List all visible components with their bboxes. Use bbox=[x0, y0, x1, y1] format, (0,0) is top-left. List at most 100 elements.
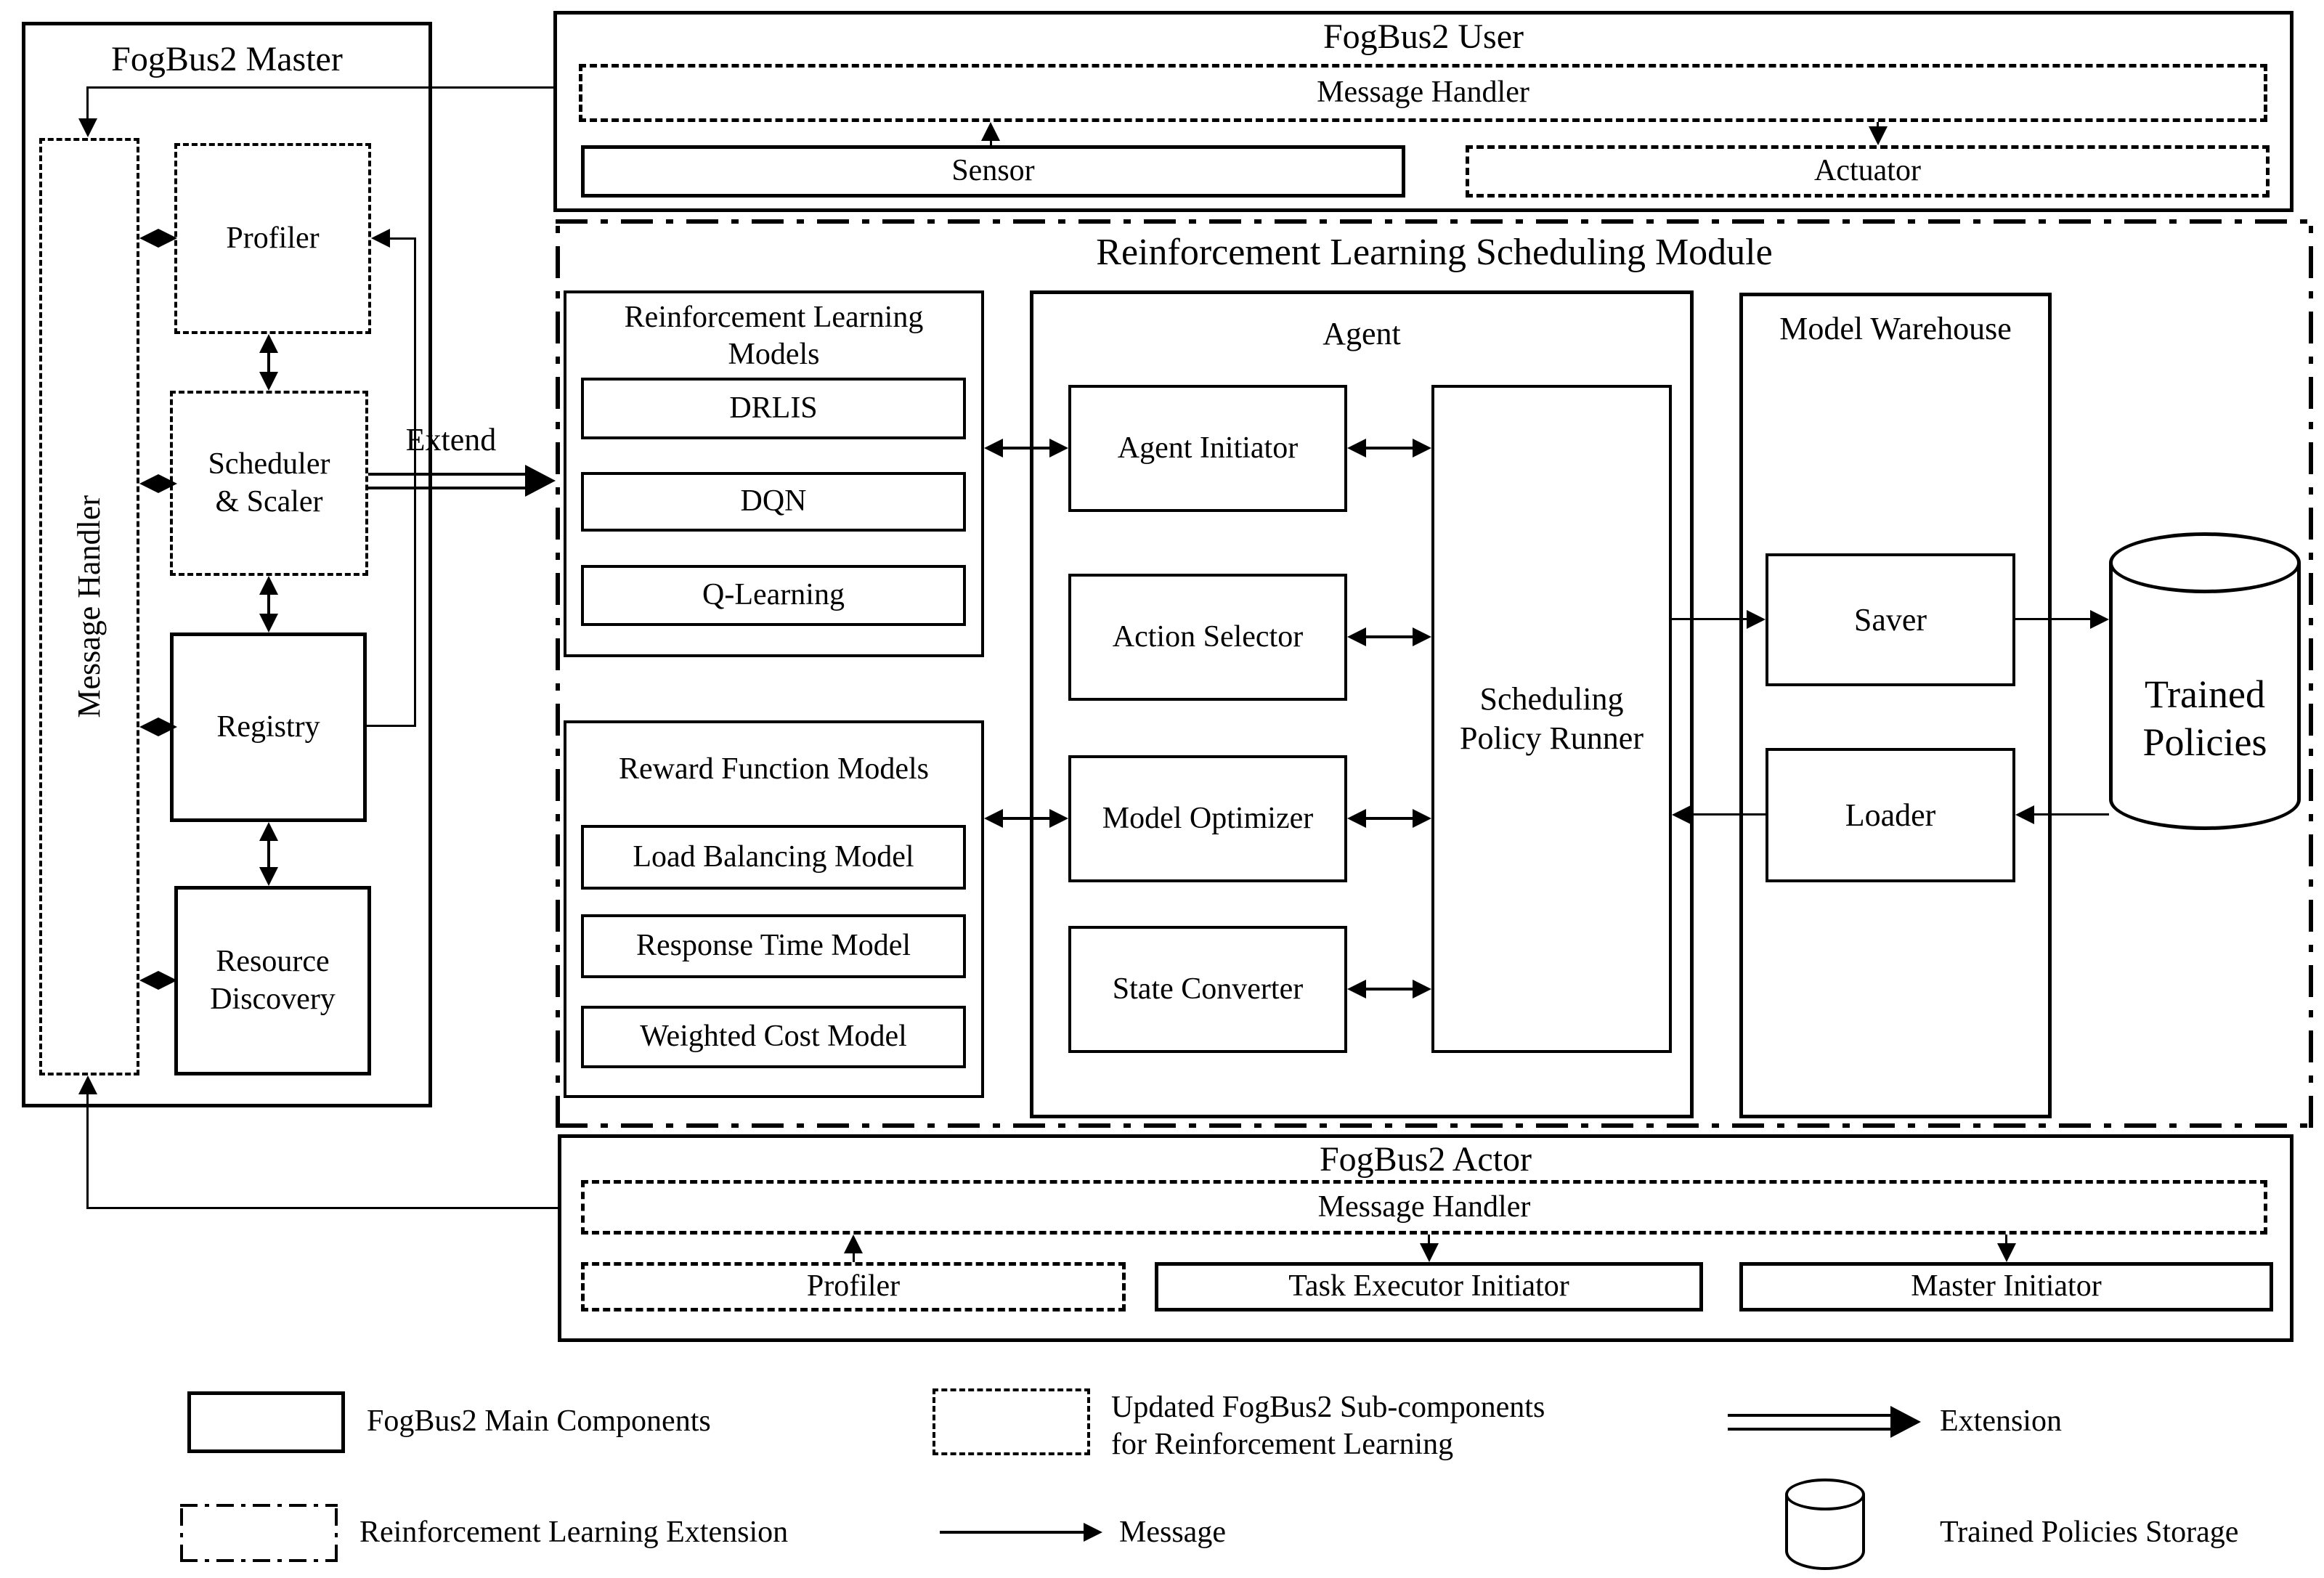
arrowhead-right bbox=[158, 971, 177, 990]
actor-profiler-to-mh-arrowhead bbox=[844, 1235, 863, 1253]
state-converter-label: State Converter bbox=[1112, 972, 1304, 1006]
weighted-cost-model-box bbox=[581, 1006, 966, 1068]
rl-module-title: Reinforcement Learning Scheduling Module bbox=[1096, 232, 1773, 274]
master-user-link-vline bbox=[86, 86, 89, 121]
master-actor-link-hline bbox=[86, 1207, 560, 1209]
arrowhead-up bbox=[259, 576, 278, 595]
legend-updated-subcomponents-swatch bbox=[933, 1388, 1090, 1455]
reward-models-title: Reward Function Models bbox=[619, 752, 929, 786]
reward-models-optimizer-arrow bbox=[984, 809, 1068, 828]
actor-profiler-box bbox=[581, 1262, 1126, 1311]
arrowhead-right bbox=[158, 717, 177, 736]
saver-storage-line bbox=[2015, 618, 2092, 620]
extension-arrow-lines bbox=[1728, 1413, 1890, 1431]
arrowhead-down bbox=[259, 372, 278, 391]
action-selector-runner-arrow bbox=[1347, 627, 1431, 646]
master-title: FogBus2 Master bbox=[111, 39, 343, 78]
mh-to-task-executor-arrowhead bbox=[1420, 1243, 1439, 1262]
rl-models-initiator-arrow bbox=[984, 439, 1068, 457]
arrowhead-right bbox=[1413, 627, 1431, 646]
model-optimizer-box bbox=[1068, 755, 1347, 882]
arrowhead-left bbox=[139, 229, 158, 248]
actor-profiler-to-mh-line bbox=[853, 1250, 855, 1262]
extension-arrowhead bbox=[1890, 1406, 1921, 1438]
user-actuator-label: Actuator bbox=[1814, 154, 1921, 188]
storage-loader-arrowhead bbox=[2015, 805, 2034, 824]
arrowhead-up bbox=[259, 334, 278, 353]
trained-policies-cylinder-top bbox=[2109, 532, 2301, 593]
arrowhead-right bbox=[1049, 809, 1068, 828]
loader-box bbox=[1766, 748, 2015, 882]
actor-message-handler-label: Message Handler bbox=[1317, 1189, 1531, 1224]
master-message-handler-label: Message Handler bbox=[71, 495, 107, 718]
rl-module-border-left bbox=[556, 219, 560, 1128]
loader-runner-arrowhead bbox=[1672, 805, 1691, 824]
action-selector-label: Action Selector bbox=[1112, 619, 1304, 654]
master-initiator-label: Master Initiator bbox=[1911, 1269, 2102, 1304]
legend-storage-label: Trained Policies Storage bbox=[1940, 1516, 2239, 1550]
extend-arrow bbox=[368, 465, 556, 497]
arrowhead-left bbox=[139, 474, 158, 493]
storage-loader-line bbox=[2034, 813, 2109, 816]
registry-profiler-line-top bbox=[387, 237, 416, 240]
master-actor-link-arrowhead-up bbox=[78, 1075, 97, 1094]
state-converter-runner-arrow bbox=[1347, 980, 1431, 999]
master-initiator-box bbox=[1739, 1262, 2273, 1311]
task-executor-initiator-label: Task Executor Initiator bbox=[1288, 1269, 1569, 1304]
model-warehouse-box bbox=[1739, 293, 2052, 1118]
mh-to-master-initiator-line bbox=[2005, 1235, 2007, 1246]
loader-runner-line bbox=[1691, 813, 1766, 816]
arrowhead-right bbox=[158, 474, 177, 493]
legend-message-arrowhead bbox=[1084, 1523, 1102, 1542]
arrowhead-right bbox=[1049, 439, 1068, 457]
mh-resource-discovery-arrow bbox=[139, 971, 177, 990]
rl-model-dqn-box bbox=[581, 472, 966, 532]
arrowhead-left bbox=[1347, 809, 1366, 828]
legend-rl-extension-label: Reinforcement Learning Extension bbox=[359, 1516, 789, 1550]
extend-label: Extend bbox=[405, 422, 497, 458]
state-converter-box bbox=[1068, 926, 1347, 1053]
master-user-link-hline bbox=[86, 86, 560, 89]
scheduling-policy-runner-box bbox=[1431, 385, 1672, 1053]
saver-label: Saver bbox=[1853, 601, 1927, 638]
rl-module-border-top bbox=[556, 219, 2313, 224]
master-registry-label: Registry bbox=[216, 709, 320, 744]
user-actuator-box bbox=[1466, 145, 2270, 198]
registry-resource-discovery-arrow bbox=[259, 822, 278, 886]
response-time-model-label: Response Time Model bbox=[635, 929, 911, 963]
scheduling-policy-runner-label: Scheduling Policy Runner bbox=[1460, 681, 1644, 756]
sensor-to-mh-line bbox=[990, 138, 992, 145]
extend-arrowhead bbox=[525, 465, 556, 497]
runner-saver-line bbox=[1672, 618, 1748, 620]
arrow-line bbox=[1003, 447, 1049, 450]
mh-to-master-initiator-arrowhead bbox=[1997, 1243, 2016, 1262]
mh-profiler-arrow bbox=[139, 229, 177, 248]
legend-rl-extension-swatch-left bbox=[180, 1504, 183, 1562]
initiator-runner-arrow bbox=[1347, 439, 1431, 457]
rl-model-drlis-box bbox=[581, 378, 966, 439]
arrow-line bbox=[1366, 635, 1413, 638]
arrowhead-right bbox=[1413, 980, 1431, 999]
master-user-link-arrowhead-down bbox=[78, 118, 97, 137]
agent-title: Agent bbox=[1323, 316, 1401, 352]
actor-profiler-label: Profiler bbox=[806, 1269, 901, 1304]
legend-cylinder-top bbox=[1785, 1479, 1865, 1510]
model-optimizer-runner-arrow bbox=[1347, 809, 1431, 828]
trained-policies-label: Trained Policies bbox=[2142, 672, 2267, 764]
user-sensor-box bbox=[581, 145, 1405, 198]
master-resource-discovery-label: Resource Discovery bbox=[210, 945, 336, 1016]
user-message-handler-label: Message Handler bbox=[1317, 76, 1529, 110]
legend-message-label: Message bbox=[1119, 1516, 1226, 1550]
user-title: FogBus2 User bbox=[1323, 17, 1524, 56]
loader-label: Loader bbox=[1845, 797, 1936, 833]
legend-main-components-swatch bbox=[187, 1391, 345, 1453]
master-profiler-label: Profiler bbox=[226, 221, 320, 255]
rl-model-drlis-label: DRLIS bbox=[729, 391, 818, 425]
arrowhead-left bbox=[1347, 627, 1366, 646]
legend-extension-label: Extension bbox=[1940, 1404, 2062, 1439]
extend-arrow-lines bbox=[368, 472, 525, 489]
arrowhead-left bbox=[984, 809, 1003, 828]
arrowhead-left bbox=[139, 971, 158, 990]
profiler-scheduler-arrow bbox=[259, 334, 278, 391]
